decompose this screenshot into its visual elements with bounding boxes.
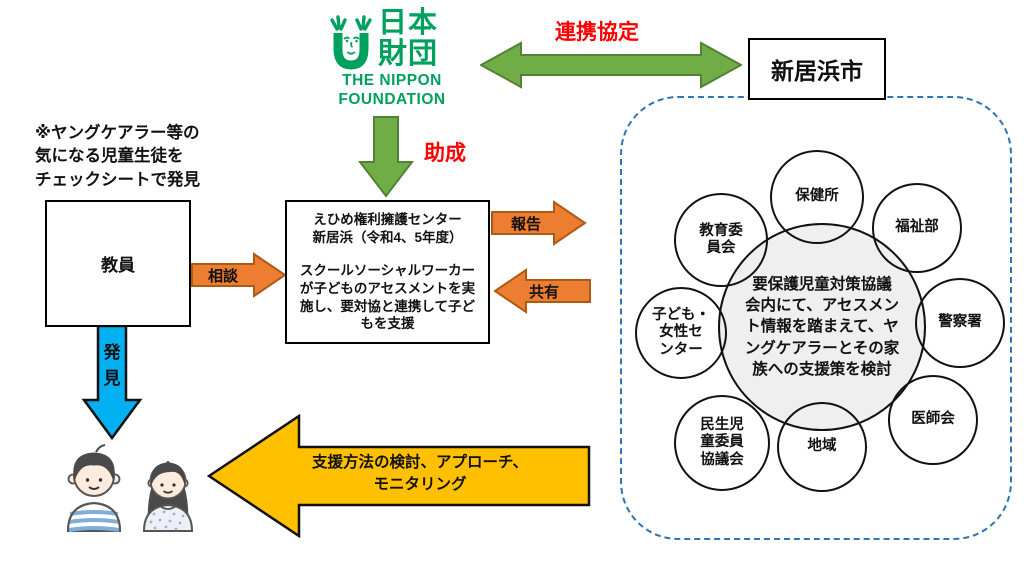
council-member-minsei: 民生児 童委員 協議会 xyxy=(674,395,770,491)
center-box-title-line2: 新居浜（令和4、5年度） xyxy=(312,229,463,245)
logo-kanji-line2: 財団 xyxy=(378,38,439,70)
share-arrow xyxy=(493,268,591,314)
council-center-text: 要保護児童対策協議 会内にて、アセスメン ト情報を踏まえて、ヤ ングケアラーとそ… xyxy=(744,275,900,379)
report-arrow-label: 報告 xyxy=(510,216,541,233)
center-box-title-line1: えひめ権利擁護センター xyxy=(313,212,462,228)
share-arrow-label: 共有 xyxy=(528,284,559,301)
council-member-hokensho: 保健所 xyxy=(770,150,864,244)
center-box-body: スクールソーシャルワーカー が子どものアセスメントを実 施し、要対協と連携して子… xyxy=(299,263,476,332)
council-member-kyoiku: 教育委 員会 xyxy=(674,193,768,287)
city-box: 新居浜市 xyxy=(748,38,886,100)
checksheet-note: ※ヤングケアラー等の 気になる児童生徒を チェックシートで発見 xyxy=(35,124,200,189)
teacher-box-label: 教員 xyxy=(101,256,135,275)
consult-arrow-label: 相談 xyxy=(207,268,238,285)
teacher-box: 教員 xyxy=(45,200,191,327)
report-arrow xyxy=(491,200,587,246)
support-arrow-label: 支援方法の検討、アプローチ、 モニタリング xyxy=(311,454,529,494)
member-label: 医師会 xyxy=(911,411,955,428)
logo-en-line1: THE NIPPON xyxy=(342,72,442,89)
city-box-label: 新居浜市 xyxy=(771,58,863,84)
discover-arrow-label: 発 見 xyxy=(103,343,121,389)
discover-arrow xyxy=(81,326,143,440)
grant-label: 助成 xyxy=(424,142,466,165)
member-label: 子ども・ 女性セ ンター xyxy=(652,307,710,358)
nippon-foundation-logo: 日本 財団 THE NIPPON FOUNDATION xyxy=(326,6,458,110)
children-illustration xyxy=(66,444,194,532)
council-member-chiiki: 地域 xyxy=(777,402,867,492)
member-label: 地域 xyxy=(807,438,837,455)
logo-kanji-line1: 日本 xyxy=(378,7,439,39)
consult-arrow xyxy=(191,252,287,298)
member-label: 警察署 xyxy=(938,314,982,331)
council-member-keisatsusho: 警察署 xyxy=(915,278,1005,368)
council-member-ishikai: 医師会 xyxy=(888,375,978,465)
nippon-foundation-mark-icon xyxy=(330,15,372,70)
council-member-kodomo-josei: 子ども・ 女性セ ンター xyxy=(635,287,727,379)
member-label: 福祉部 xyxy=(895,219,939,236)
center-box: えひめ権利擁護センター 新居浜（令和4、5年度） スクールソーシャルワーカー が… xyxy=(285,200,490,344)
support-arrow xyxy=(207,414,591,538)
member-label: 民生児 童委員 協議会 xyxy=(700,417,744,468)
member-label: 保健所 xyxy=(795,188,839,205)
grant-down-arrow xyxy=(357,116,415,198)
logo-en-line2: FOUNDATION xyxy=(338,91,446,108)
partnership-double-arrow xyxy=(480,41,742,89)
partnership-label: 連携協定 xyxy=(555,21,639,44)
member-label: 教育委 員会 xyxy=(699,222,743,256)
council-member-fukushibu: 福祉部 xyxy=(872,183,962,273)
